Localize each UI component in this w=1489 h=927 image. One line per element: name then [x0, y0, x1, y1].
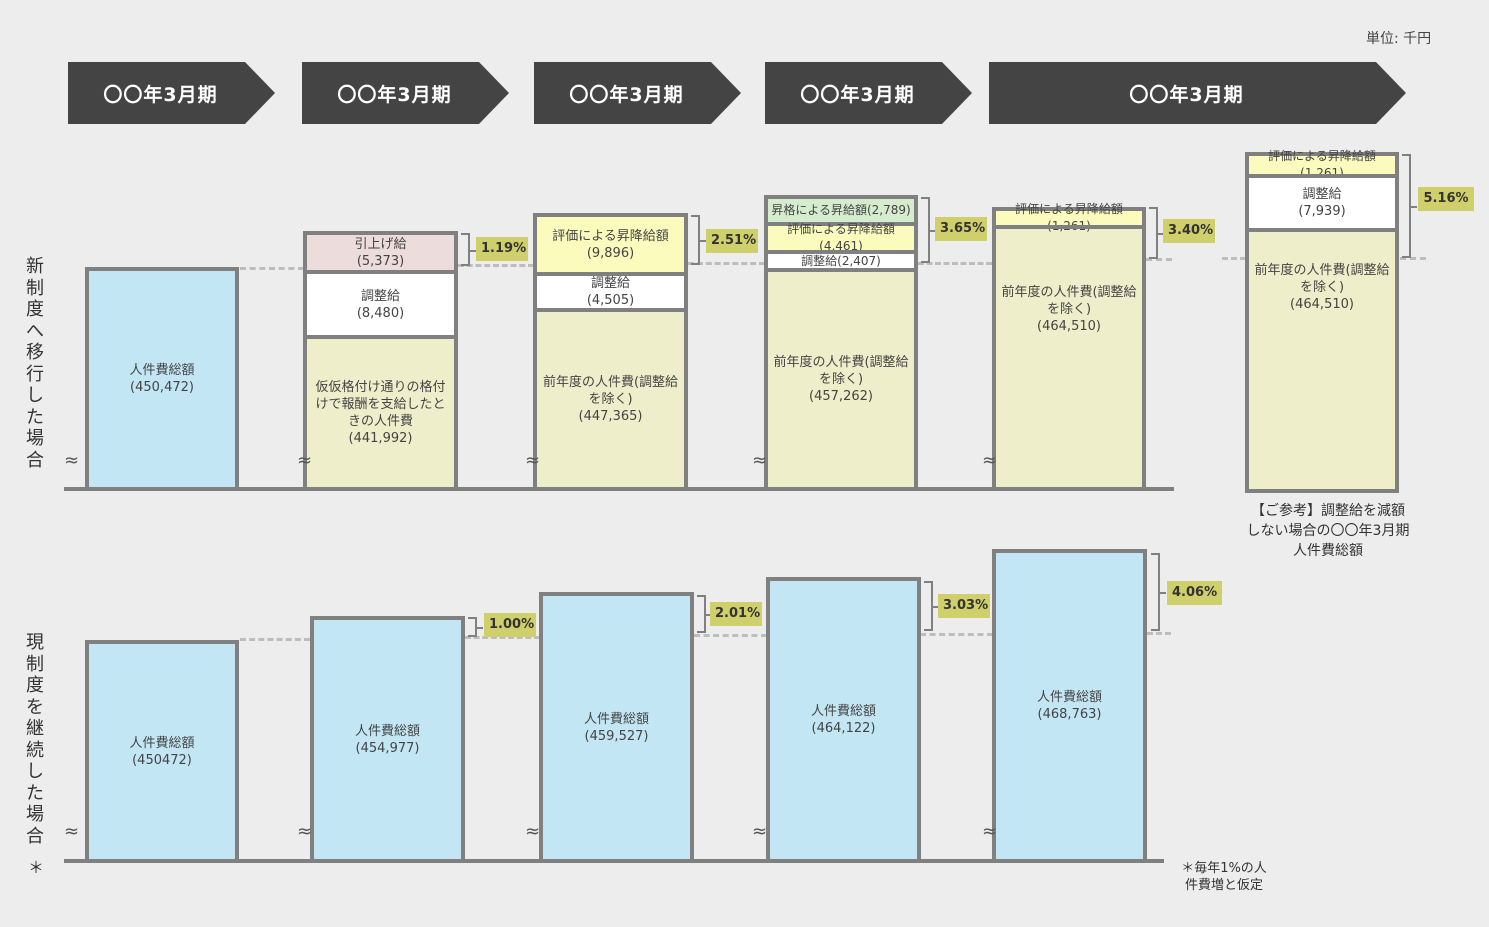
guide-line: [465, 636, 540, 639]
row-label-current-system: 現制度を継続した場合: [26, 632, 44, 847]
guide-line: [240, 638, 310, 641]
axis-break-icon: ≈: [297, 450, 313, 471]
new-col1-total: 人件費総額 (450,472): [85, 267, 239, 491]
guide-line: [694, 634, 767, 637]
axis-break-icon: ≈: [525, 450, 541, 471]
base-segment: 前年度の人件費(調整給を除く) (447,365): [542, 375, 679, 424]
pct-badge: 2.51%: [706, 229, 758, 253]
current-col5-total: 人件費総額 (468,763): [992, 549, 1147, 863]
base-segment: 仮仮格付け通りの格付けで報酬を支給したときの人件費 (441,992): [315, 380, 446, 446]
current-col1-total: 人件費総額 (450472): [85, 640, 239, 863]
period-header-2: 〇〇年3月期: [302, 62, 509, 124]
base-segment: 前年度の人件費(調整給を除く) (464,510): [1001, 284, 1137, 334]
new-col6-reference-stack: 評価による昇降給額(1,261) 調整給 (7,939) 前年度の人件費(調整給…: [1245, 149, 1399, 493]
eval-segment: 評価による昇降給額(1,261): [996, 202, 1142, 233]
current-col2-total: 人件費総額 (454,977): [310, 616, 465, 863]
period-header-4: 〇〇年3月期: [765, 62, 972, 124]
current-col4-total: 人件費総額 (464,122): [766, 577, 921, 863]
new-col2-stack: 引上げ給 (5,373) 調整給 (8,480) 仮仮格付け通りの格付けで報酬を…: [303, 231, 458, 491]
pct-badge: 1.19%: [476, 237, 528, 261]
eval-segment: 評価による昇降給額(1,261): [1249, 149, 1395, 180]
period-header-5: 〇〇年3月期: [989, 62, 1406, 124]
eval-segment: 評価による昇降給額(4,461): [768, 222, 914, 253]
reference-note: 【ご参考】調整給を減額しない場合の〇〇年3月期人件費総額: [1246, 503, 1410, 559]
adjust-segment: 調整給 (8,480): [307, 274, 454, 335]
guide-line: [1147, 632, 1171, 635]
promo-segment: 昇格による昇給額(2,789): [768, 199, 914, 222]
current-col3-total: 人件費総額 (459,527): [539, 592, 694, 863]
axis-break-icon: ≈: [752, 821, 768, 842]
increase-brace: [921, 197, 936, 263]
guide-line: [458, 264, 534, 267]
pct-badge: 3.40%: [1163, 219, 1215, 243]
footnote: ＊毎年1%の人件費増と仮定: [1181, 861, 1267, 893]
adjust-segment: 調整給(2,407): [768, 254, 914, 268]
base-segment: 前年度の人件費(調整給を除く) (464,510): [1254, 262, 1390, 312]
pct-badge: 2.01%: [710, 602, 762, 626]
new-col3-stack: 評価による昇降給額 (9,896) 調整給 (4,505) 前年度の人件費(調整…: [533, 213, 688, 491]
guide-line: [918, 262, 992, 265]
guide-line: [240, 267, 304, 270]
new-col4-stack: 昇格による昇給額(2,789) 評価による昇降給額(4,461) 調整給(2,4…: [764, 195, 918, 491]
new-col5-stack: 評価による昇降給額(1,261) 前年度の人件費(調整給を除く) (464,51…: [992, 202, 1146, 491]
raise-segment: 引上げ給 (5,373): [307, 235, 454, 270]
adjust-segment: 調整給 (4,505): [537, 276, 684, 308]
pct-badge: 5.16%: [1418, 187, 1474, 211]
increase-brace: [1151, 553, 1166, 631]
period-header-3: 〇〇年3月期: [534, 62, 741, 124]
base-segment: 前年度の人件費(調整給を除く) (457,262): [773, 355, 909, 404]
increase-brace: [924, 581, 939, 631]
row-label-asterisk: ＊: [28, 858, 45, 877]
pct-badge: 1.00%: [484, 613, 536, 637]
increase-brace: [1402, 154, 1417, 258]
increase-brace: [697, 595, 712, 633]
pct-badge: 3.03%: [938, 594, 990, 618]
axis-break-icon: ≈: [64, 450, 80, 471]
axis-break-icon: ≈: [297, 821, 313, 842]
increase-brace: [1149, 207, 1164, 259]
eval-segment: 評価による昇降給額 (9,896): [537, 217, 684, 272]
axis-break-icon: ≈: [982, 821, 998, 842]
guide-line: [1146, 258, 1172, 261]
guide-line: [920, 633, 993, 636]
guide-line: [1400, 257, 1426, 260]
increase-brace: [461, 233, 476, 266]
axis-break-icon: ≈: [64, 821, 80, 842]
increase-brace: [691, 215, 706, 265]
period-header-1: 〇〇年3月期: [68, 62, 275, 124]
pct-badge: 4.06%: [1167, 581, 1222, 605]
axis-break-icon: ≈: [752, 450, 768, 471]
axis-break-icon: ≈: [982, 450, 998, 471]
guide-line: [1222, 257, 1246, 260]
pct-badge: 3.65%: [935, 217, 987, 241]
row-label-new-system: 新制度へ移行した場合: [26, 256, 44, 471]
guide-line: [688, 262, 765, 265]
increase-brace: [468, 617, 483, 637]
axis-break-icon: ≈: [525, 821, 541, 842]
unit-label: 単位: 千円: [1366, 31, 1432, 47]
adjust-segment: 調整給 (7,939): [1249, 178, 1395, 228]
